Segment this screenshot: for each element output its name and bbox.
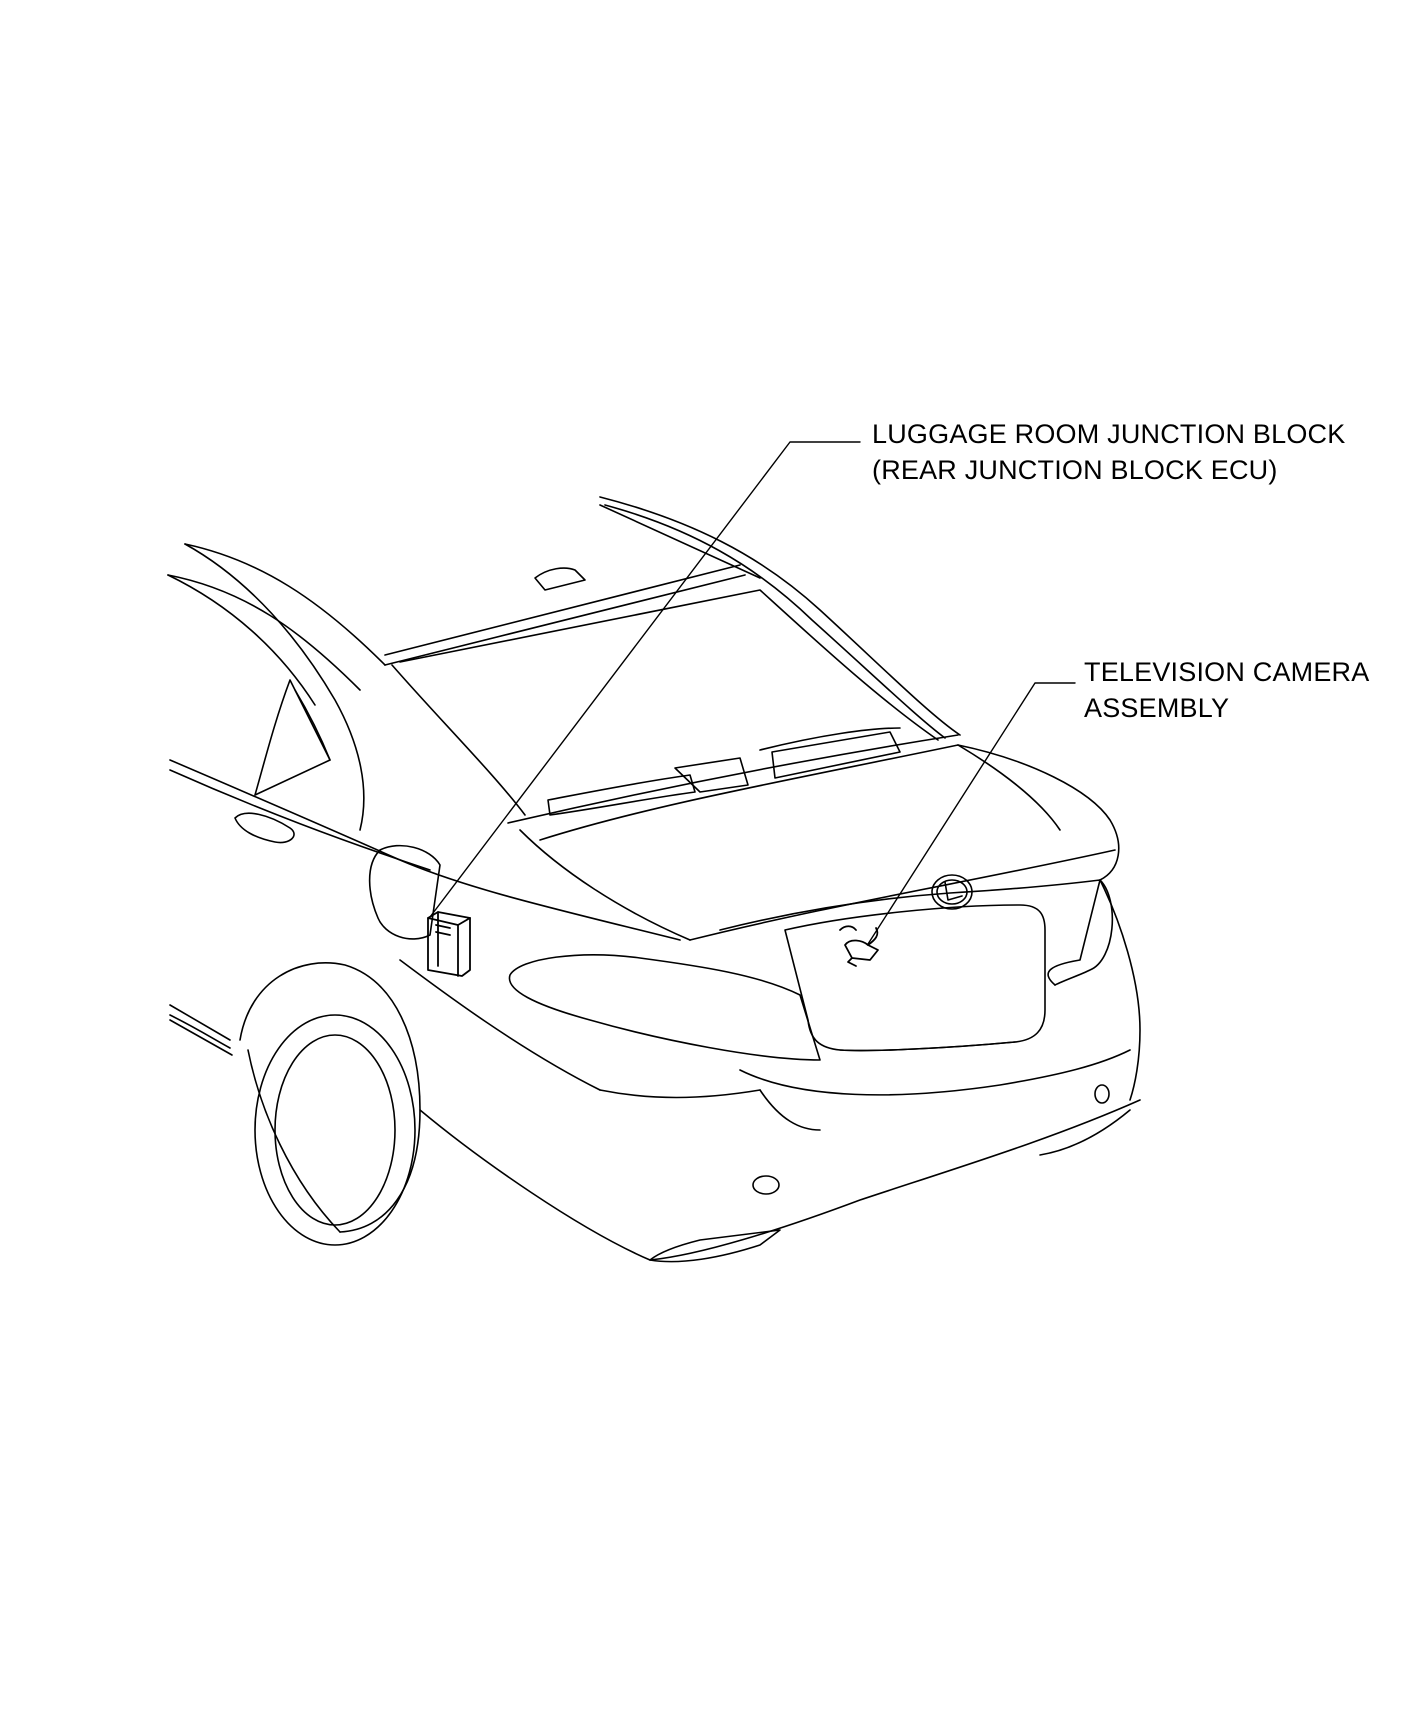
roof-outline (168, 497, 960, 738)
fuel-door (370, 846, 440, 939)
antenna (535, 568, 585, 590)
callout-junction-block: LUGGAGE ROOM JUNCTION BLOCK (REAR JUNCTI… (872, 416, 1345, 488)
leader-junction-block (430, 442, 860, 917)
side-body (170, 760, 680, 1055)
callout-camera: TELEVISION CAMERA ASSEMBLY (1084, 654, 1369, 726)
callout-camera-line1: TELEVISION CAMERA (1084, 657, 1370, 687)
rear-bumper (400, 880, 1140, 1262)
television-camera (840, 926, 878, 966)
c-pillar (168, 544, 364, 830)
trunk-lid (520, 745, 1119, 940)
callout-junction-block-line1: LUGGAGE ROOM JUNCTION BLOCK (872, 419, 1346, 449)
callout-junction-block-line2: (REAR JUNCTION BLOCK ECU) (872, 455, 1278, 485)
callout-camera-line2: ASSEMBLY (1084, 693, 1230, 723)
rear-deck-panels (548, 728, 900, 815)
parking-sensors (753, 1085, 1109, 1194)
leader-lines (430, 442, 1075, 944)
junction-block-ecu (428, 912, 470, 976)
license-plate-recess (785, 905, 1045, 1051)
rear-window (392, 590, 958, 823)
lexus-emblem-icon (932, 875, 972, 909)
door-handle (235, 813, 294, 842)
leader-camera (868, 683, 1075, 944)
rear-wheel (240, 963, 420, 1245)
